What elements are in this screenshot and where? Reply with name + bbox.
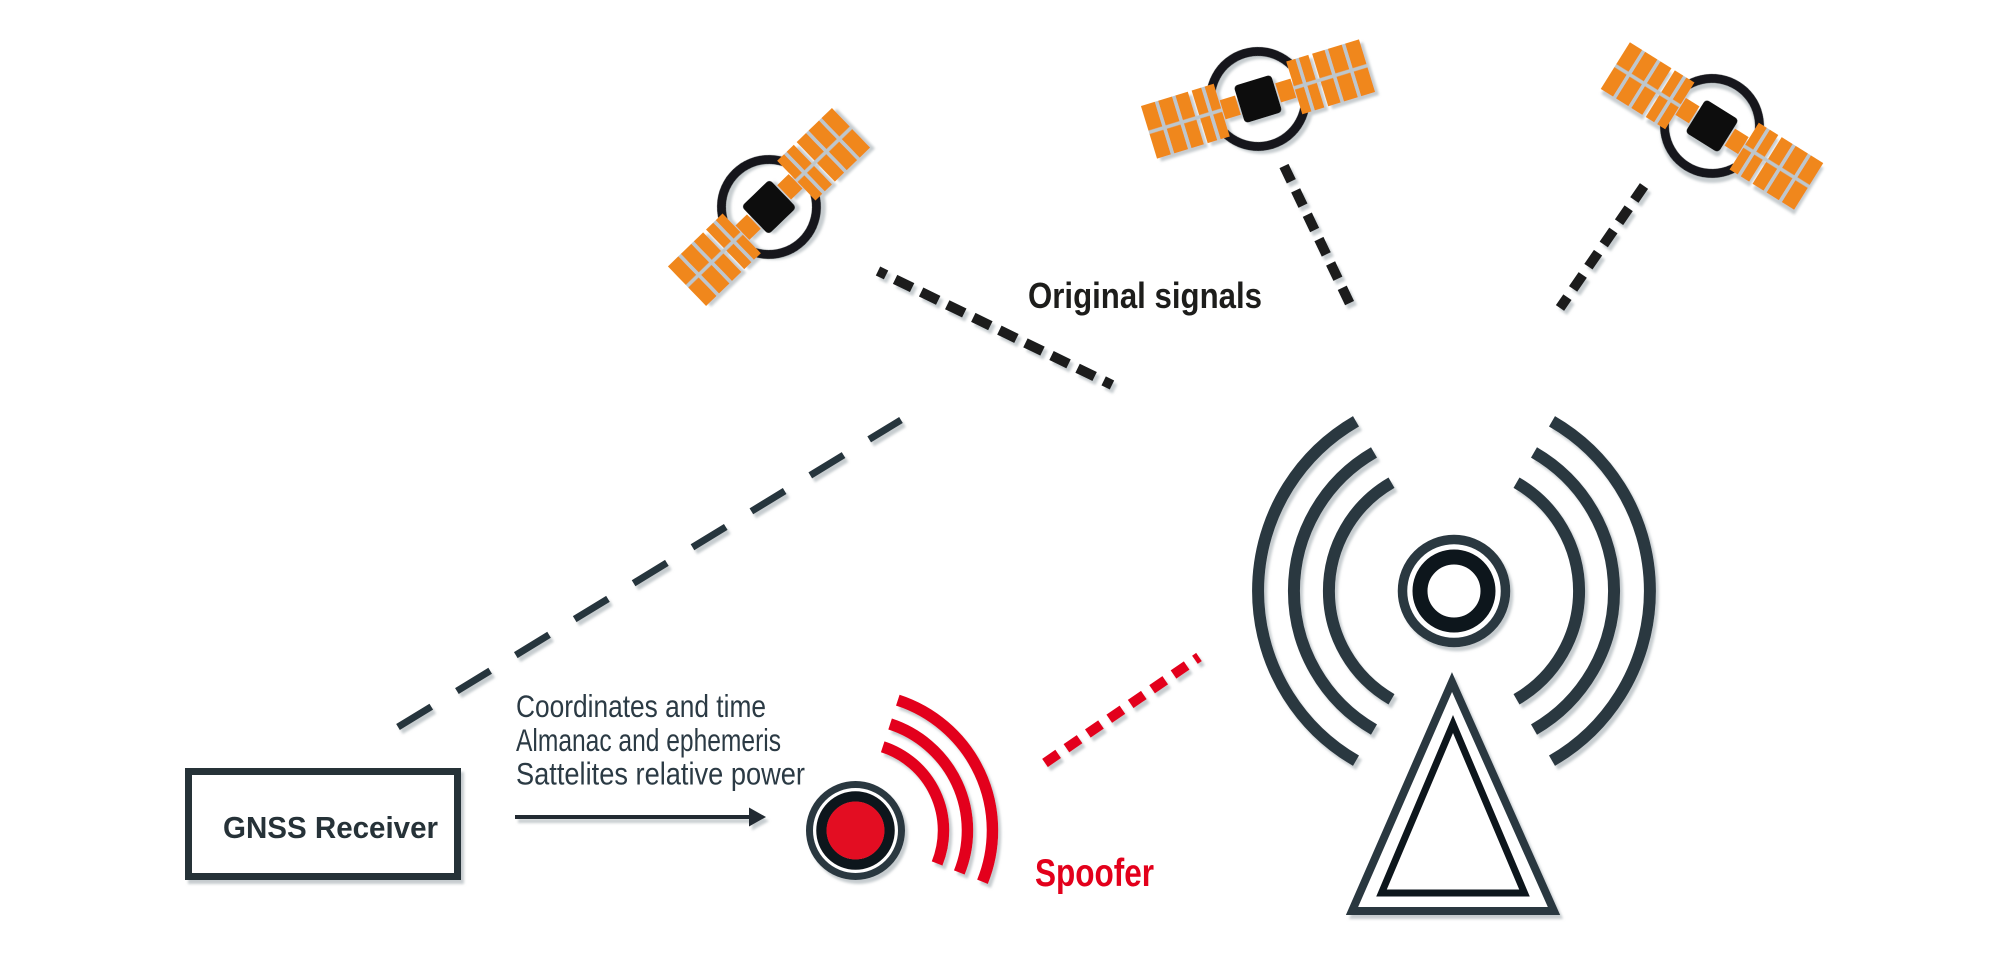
svg-text:Sattelites relative power: Sattelites relative power: [516, 756, 805, 792]
svg-text:GNSS Receiver: GNSS Receiver: [223, 810, 438, 845]
svg-text:Coordinates and time: Coordinates and time: [516, 688, 766, 724]
svg-text:Spoofer: Spoofer: [1035, 852, 1154, 895]
svg-text:Original signals: Original signals: [1028, 275, 1262, 316]
svg-text:Almanac and ephemeris: Almanac and ephemeris: [516, 722, 781, 758]
